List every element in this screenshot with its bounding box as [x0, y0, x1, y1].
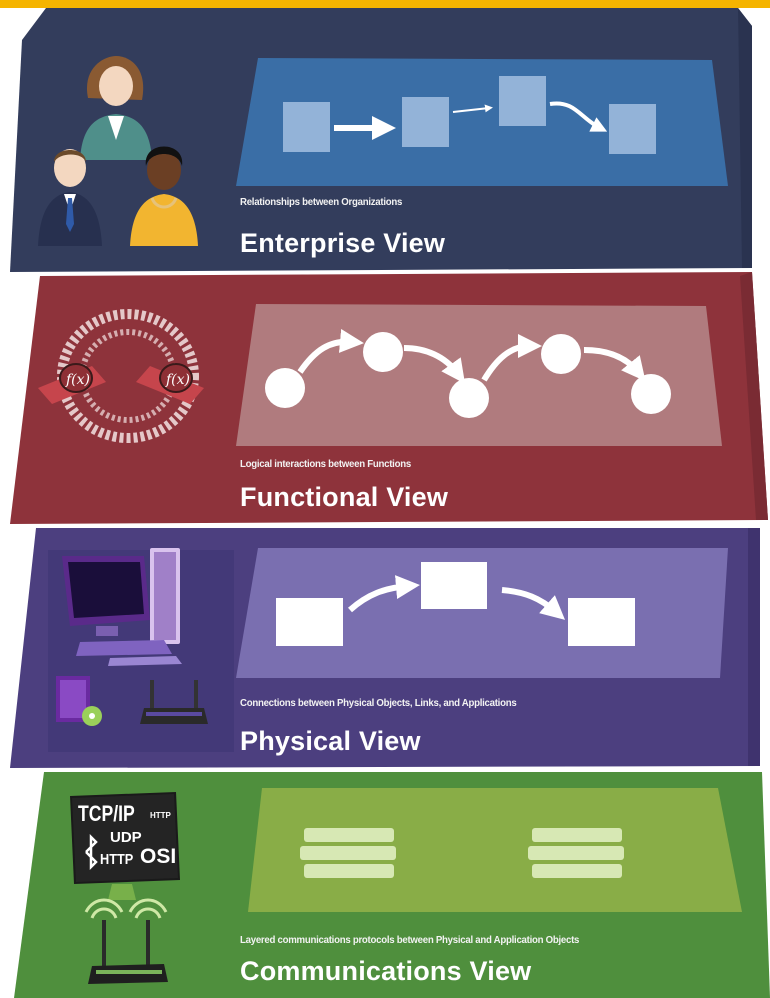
enterprise-arrow-2: [452, 104, 493, 113]
enterprise-title: Enterprise View: [240, 228, 446, 258]
protocol-stack-1: [300, 828, 396, 878]
computer-hardware-icon: [48, 548, 234, 752]
enterprise-node-4: [609, 104, 656, 154]
people-icon: [38, 56, 198, 246]
protocol-stack-2: [528, 828, 624, 878]
function-node-3: [449, 378, 489, 418]
communications-title: Communications View: [240, 956, 532, 986]
svg-text:f(x): f(x): [65, 372, 90, 388]
protocol-http-small-label: HTTP: [150, 811, 171, 820]
svg-text:f(x): f(x): [165, 372, 190, 388]
communications-panel: [248, 788, 742, 912]
network-protocols-icon: [70, 792, 180, 984]
function-node-2: [363, 332, 403, 372]
functional-layer: f(x) f(x): [10, 272, 768, 524]
physical-node-1: [276, 598, 343, 646]
protocol-osi-label: OSI: [140, 845, 177, 868]
functional-caption: Logical interactions between Functions: [240, 458, 411, 470]
enterprise-node-3: [499, 76, 546, 126]
protocol-udp-label: UDP: [110, 829, 142, 846]
binary-function-icon: f(x) f(x): [38, 309, 204, 443]
physical-node-3: [568, 598, 635, 646]
physical-node-2: [421, 562, 487, 609]
function-node-1: [265, 368, 305, 408]
physical-title: Physical View: [240, 726, 421, 756]
communications-layer: [14, 772, 770, 998]
function-arrow-3: [481, 334, 542, 382]
physical-layer: [10, 528, 760, 768]
enterprise-caption: Relationships between Organizations: [240, 196, 403, 208]
function-node-5: [631, 374, 671, 414]
protocol-tcpip-label: TCP/IP: [78, 801, 135, 826]
top-accent-band: [0, 0, 770, 8]
physical-caption: Connections between Physical Objects, Li…: [240, 697, 517, 709]
function-arrow-1: [297, 328, 364, 374]
physical-arrow-1: [348, 575, 420, 613]
functional-title: Functional View: [240, 482, 449, 512]
protocol-http-label: HTTP: [100, 851, 134, 868]
enterprise-node-2: [402, 97, 449, 147]
function-node-4: [541, 334, 581, 374]
enterprise-arrow-3: [549, 101, 608, 132]
enterprise-node-1: [283, 102, 330, 152]
communications-caption: Layered communications protocols between…: [240, 934, 580, 946]
physical-arrow-2: [501, 587, 566, 620]
function-arrow-4: [583, 347, 646, 382]
enterprise-layer: [10, 8, 752, 272]
function-arrow-2: [403, 345, 466, 384]
enterprise-panel: [236, 58, 728, 186]
